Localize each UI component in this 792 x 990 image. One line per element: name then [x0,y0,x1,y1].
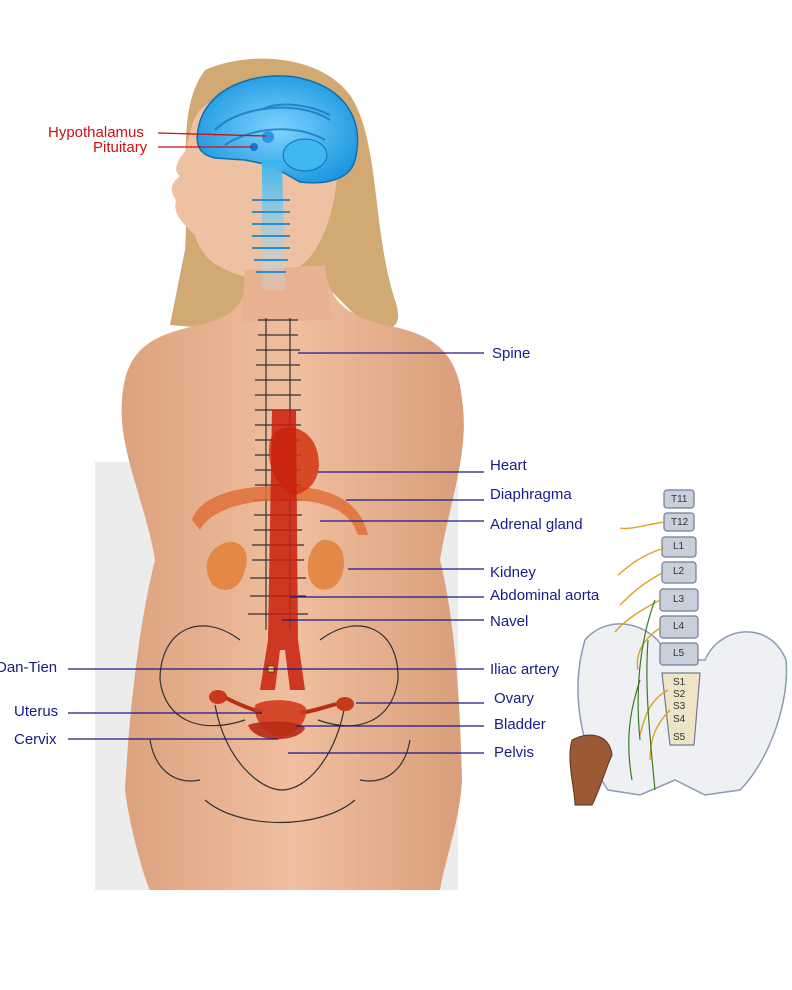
pituitary-gland [250,143,258,151]
right-kidney [307,539,344,590]
vertebra-label: S5 [673,732,686,743]
label-iliac-artery: Iliac artery [490,661,560,678]
label-navel: Navel [490,613,529,630]
neck [242,265,332,322]
cerebellum [282,138,328,172]
label-adrenal-gland: Adrenal gland [490,516,583,533]
vertebra-label: S2 [673,689,686,700]
vertebra-label: L4 [673,621,685,632]
label-bladder: Bladder [494,716,546,733]
label-kidney: Kidney [490,564,536,581]
vertebra-label: S1 [673,677,686,688]
label-pelvis: Pelvis [494,744,535,761]
label-abdominal-aorta: Abdominal aorta [490,587,600,604]
label-spine: Spine [492,345,531,362]
label-heart: Heart [490,457,527,474]
label-cervix: Cervix [14,731,57,748]
left-ovary [209,690,227,704]
label-uterus: Uterus [14,703,59,720]
body-leader-lines [68,352,484,754]
vertebra-label: S4 [673,714,686,725]
inset-femur [569,734,613,806]
label-pituitary: Pituitary [93,139,148,156]
cervical-vertebrae [252,199,290,273]
vertebra-label: L1 [673,541,685,552]
right-ovary [336,697,354,711]
vertebra-label: L5 [673,648,685,659]
inset-green-nerves [628,599,656,791]
head-leader-lines [157,132,267,148]
label-ovary: Ovary [494,690,535,707]
label-diaphragma: Diaphragma [490,486,572,503]
diaphragm [192,485,368,535]
label-dan-tien: Dan-Tien [0,659,58,676]
bladder [248,721,305,740]
vertebra-label: L2 [673,566,685,577]
label-hypothalamus: Hypothalamus [48,124,144,141]
vertebra-label: T11 [671,494,688,505]
hypothalamus-region [262,131,274,143]
pelvis-drawing [149,625,411,824]
inset-vertebrae [659,489,701,746]
spine-inset [569,489,788,806]
vertebra-label: L3 [673,594,685,605]
inset-nerves [614,521,671,761]
left-kidney [206,541,247,590]
vertebra-label: T12 [671,517,689,528]
vertebra-label: S3 [673,701,686,712]
